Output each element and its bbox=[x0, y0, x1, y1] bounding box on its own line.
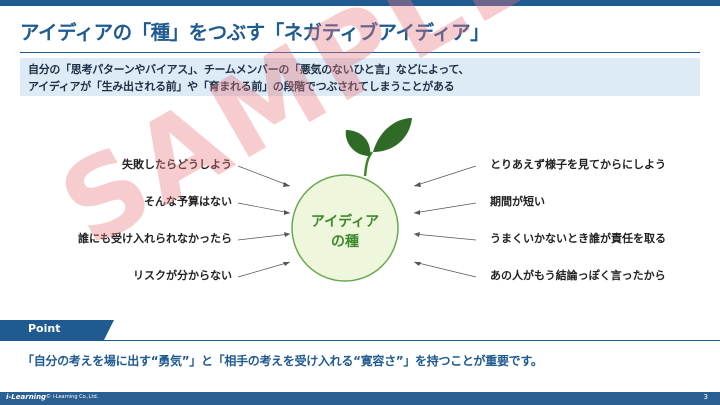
arrowhead-right-4 bbox=[414, 262, 421, 266]
footer-logo: i-Learning bbox=[6, 393, 47, 401]
seed-label-line-2: の種 bbox=[331, 234, 359, 250]
slide-title: アイディアの「種」をつぶす「ネガティブアイディア」 bbox=[20, 21, 490, 44]
arrowhead-right-2 bbox=[414, 210, 420, 215]
negative-phrase-left-4: リスクが分からない bbox=[133, 269, 232, 282]
point-rule bbox=[0, 340, 720, 341]
top-bar bbox=[0, 0, 720, 6]
negative-phrase-right-4: あの人がもう結論っぽく言ったから bbox=[490, 269, 666, 282]
negative-phrase-left-2: そんな予算はない bbox=[144, 195, 232, 208]
footer-bar: i-Learning © i-Learning Co.,Ltd. 3 bbox=[0, 392, 720, 405]
seed-label: アイディア の種 bbox=[300, 212, 390, 252]
negative-phrase-right-2: 期間が短い bbox=[490, 195, 545, 208]
negative-phrase-right-1: とりあえず様子を見てからにしよう bbox=[490, 158, 666, 171]
arrowhead-left-2 bbox=[284, 210, 290, 215]
negative-phrase-right-3: うまくいかないとき誰が責任を取る bbox=[490, 232, 666, 245]
footer-copyright: © i-Learning Co.,Ltd. bbox=[46, 394, 99, 400]
arrowhead-left-3 bbox=[284, 232, 290, 237]
title-rule bbox=[20, 52, 700, 53]
arrow-right-1 bbox=[413, 165, 477, 187]
arrow-right-2 bbox=[413, 202, 477, 214]
point-label: Point bbox=[28, 322, 61, 335]
negative-phrase-left-1: 失敗したらどうしよう bbox=[122, 158, 232, 171]
seed-label-line-1: アイディア bbox=[310, 214, 380, 230]
arrow-right-3 bbox=[413, 233, 477, 241]
arrow-left-4 bbox=[237, 261, 291, 278]
arrowhead-left-1 bbox=[283, 182, 290, 187]
page-number: 3 bbox=[703, 393, 708, 401]
arrowhead-right-1 bbox=[414, 182, 421, 187]
seed-circle bbox=[291, 174, 399, 282]
arrow-left-3 bbox=[237, 233, 291, 241]
point-tab-notch bbox=[90, 320, 114, 340]
subtitle-line-2: アイディアが「生み出される前」や「育まれる前」の段階でつぶされてしまうことがある bbox=[28, 80, 455, 93]
sprout-leaf-left bbox=[345, 130, 371, 156]
subtitle-line-1: 自分の「思考パターンやバイアス」、チームメンバーの「悪気のないひと言」などによっ… bbox=[28, 63, 470, 76]
point-text: 「自分の考えを場に出す“勇気”」と「相手の考えを受け入れる“寛容さ”」を持つこと… bbox=[22, 354, 543, 368]
subtitle-box: 自分の「思考パターンやバイアス」、チームメンバーの「悪気のないひと言」などによっ… bbox=[20, 58, 700, 96]
arrow-left-1 bbox=[237, 165, 291, 187]
arrowhead-left-4 bbox=[283, 262, 290, 266]
point-tab: Point bbox=[0, 320, 90, 340]
sprout-leaf-right bbox=[373, 118, 412, 152]
negative-phrase-left-3: 誰にも受け入れられなかったら bbox=[78, 232, 232, 245]
arrow-left-2 bbox=[237, 202, 291, 214]
arrow-right-4 bbox=[413, 261, 477, 278]
arrowhead-right-3 bbox=[414, 232, 420, 237]
sprout-stem bbox=[363, 151, 374, 177]
